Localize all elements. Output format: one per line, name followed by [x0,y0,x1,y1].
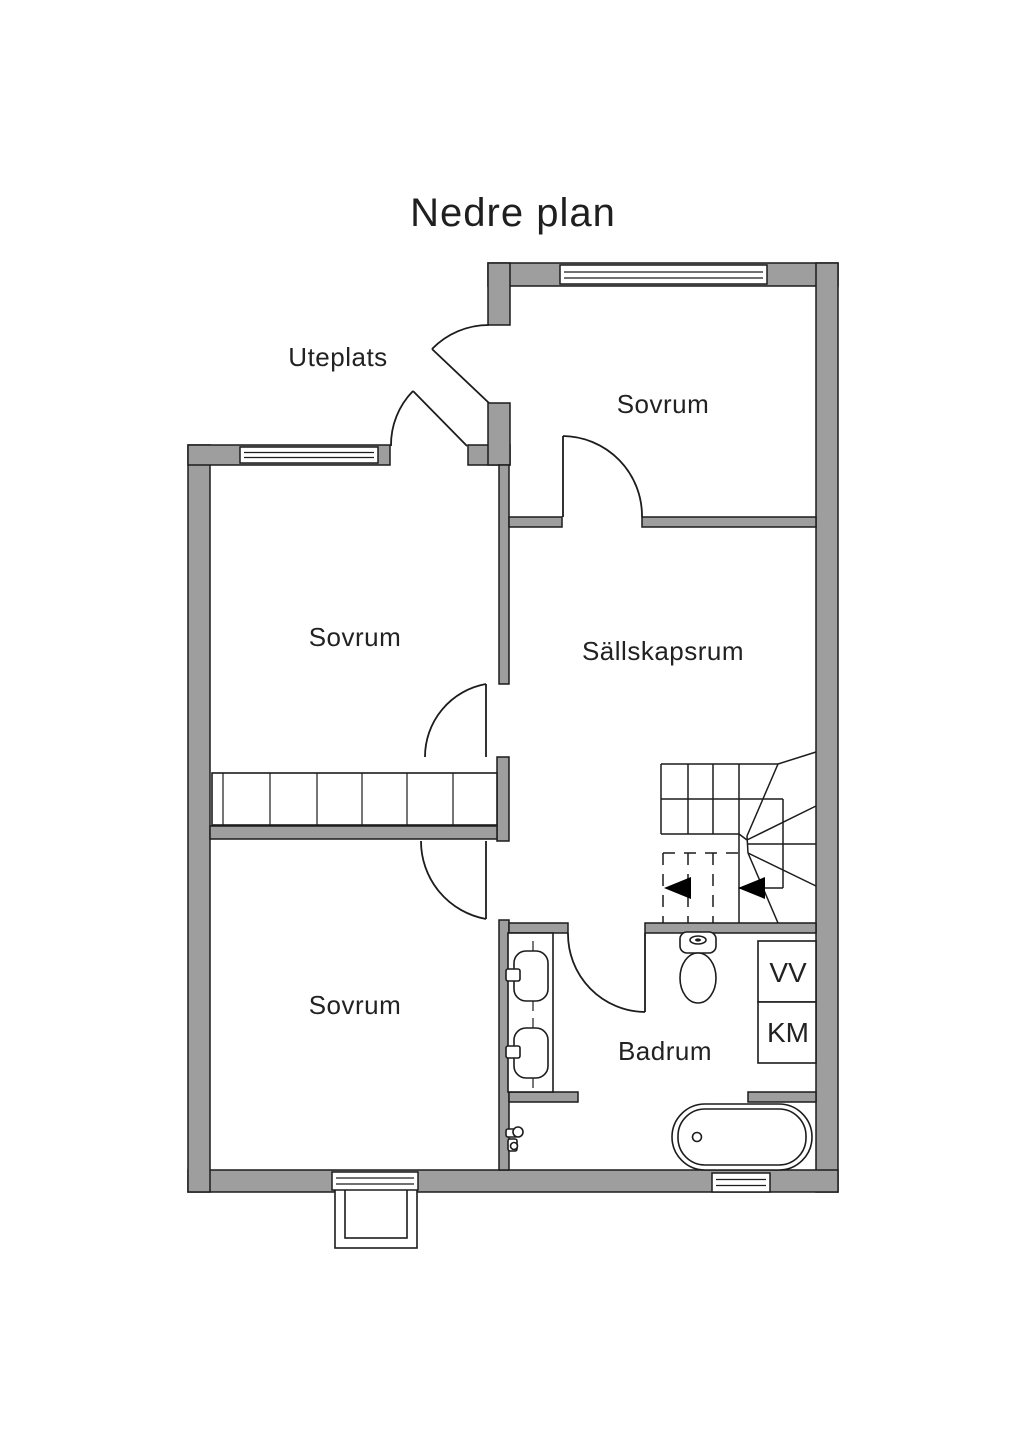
room-label-sovrum-middle: Sovrum [309,622,402,652]
room-label-sovrum-top: Sovrum [617,389,710,419]
window-sovrum-middle [239,446,379,464]
stair-winder-line [746,763,779,837]
porch-inner-step [344,1188,408,1239]
bathtub-drain [691,1131,703,1143]
wall-hall-upper [498,464,510,685]
wall-sovrum-top-bottom-left [508,516,563,528]
door-swing-arc [420,840,487,920]
room-label-badrum: Badrum [618,1036,712,1066]
toilet [679,931,717,1004]
wall-entry-upper [487,262,511,326]
door-swing-arc [424,683,487,758]
window-sovrum-middle-frame [239,446,379,464]
wall-right-exterior [815,262,839,1193]
door-leaf [431,348,490,404]
door-sovrum-middle-hall [424,683,487,758]
window-badrum [711,1172,771,1193]
door-swing-arc [567,932,646,1013]
stairs [660,751,817,924]
room-label-sallskapsrum: Sällskapsrum [582,636,744,666]
windows [239,264,771,1249]
wall-hall-middle-stub [496,756,510,842]
wardrobe [211,772,498,826]
wardrobe-body [211,772,498,826]
shower-mixer-knob [512,1126,524,1138]
bathroom-fixtures [505,931,817,1171]
window-sovrum-bottom [331,1171,419,1191]
door-sovrum-middle-uteplats [390,390,468,447]
window-top [559,264,768,285]
door-sovrum-top [562,435,643,518]
window-top-frame [559,264,768,285]
toilet-flush-button-dot [695,938,701,942]
labels: Nedre plan Uteplats Sovrum Sovrum Sällsk… [288,191,809,1066]
stair-winder-line [777,751,817,765]
door-swing-arc [390,390,414,447]
door-swing-arc [431,324,490,350]
door-entry-uteplats [431,324,490,404]
stairs-direction-arrow [664,877,691,899]
wall-badrum-top-right [644,922,817,934]
room-label-uteplats: Uteplats [288,342,387,372]
wall-sovrum-top-bottom-right [641,516,817,528]
label-vv: VV [769,957,807,988]
wall-entry-lower [487,402,511,466]
window-sovrum-bottom-frame [331,1171,419,1191]
stair-winder-line [738,833,748,841]
sink-counter [505,932,554,1093]
stair-winder-line [746,835,749,854]
door-swing-arc [562,435,643,518]
stair-winder-line [747,852,817,887]
shower-mixer [505,1126,524,1152]
door-leaf [412,390,468,447]
stairs-direction-arrow [738,877,765,899]
label-km: KM [767,1017,809,1048]
sink-faucet [505,1045,521,1059]
bathtub-inner-basin [677,1108,807,1166]
wall-badrum-mid-right-stub [747,1091,817,1103]
wall-closet-bottom [209,825,498,840]
bathtub [671,1103,813,1171]
cabinets [757,940,817,1064]
porch [334,1188,418,1249]
sink-faucet [505,968,521,982]
window-badrum-frame [711,1172,771,1193]
room-label-sovrum-bottom: Sovrum [309,990,402,1020]
door-sovrum-bottom-hall [420,840,487,920]
doors [390,324,646,1013]
toilet-bowl [679,952,717,1004]
page-title: Nedre plan [410,191,616,235]
wall-left-exterior [187,444,211,1193]
stair-winder-line [746,805,817,841]
wall-badrum-top-left [508,922,569,934]
shower-mixer-knob [509,1141,519,1151]
km-cabinet [757,1001,817,1064]
door-badrum [567,932,646,1013]
wall-badrum-mid-left-stub [508,1091,579,1103]
